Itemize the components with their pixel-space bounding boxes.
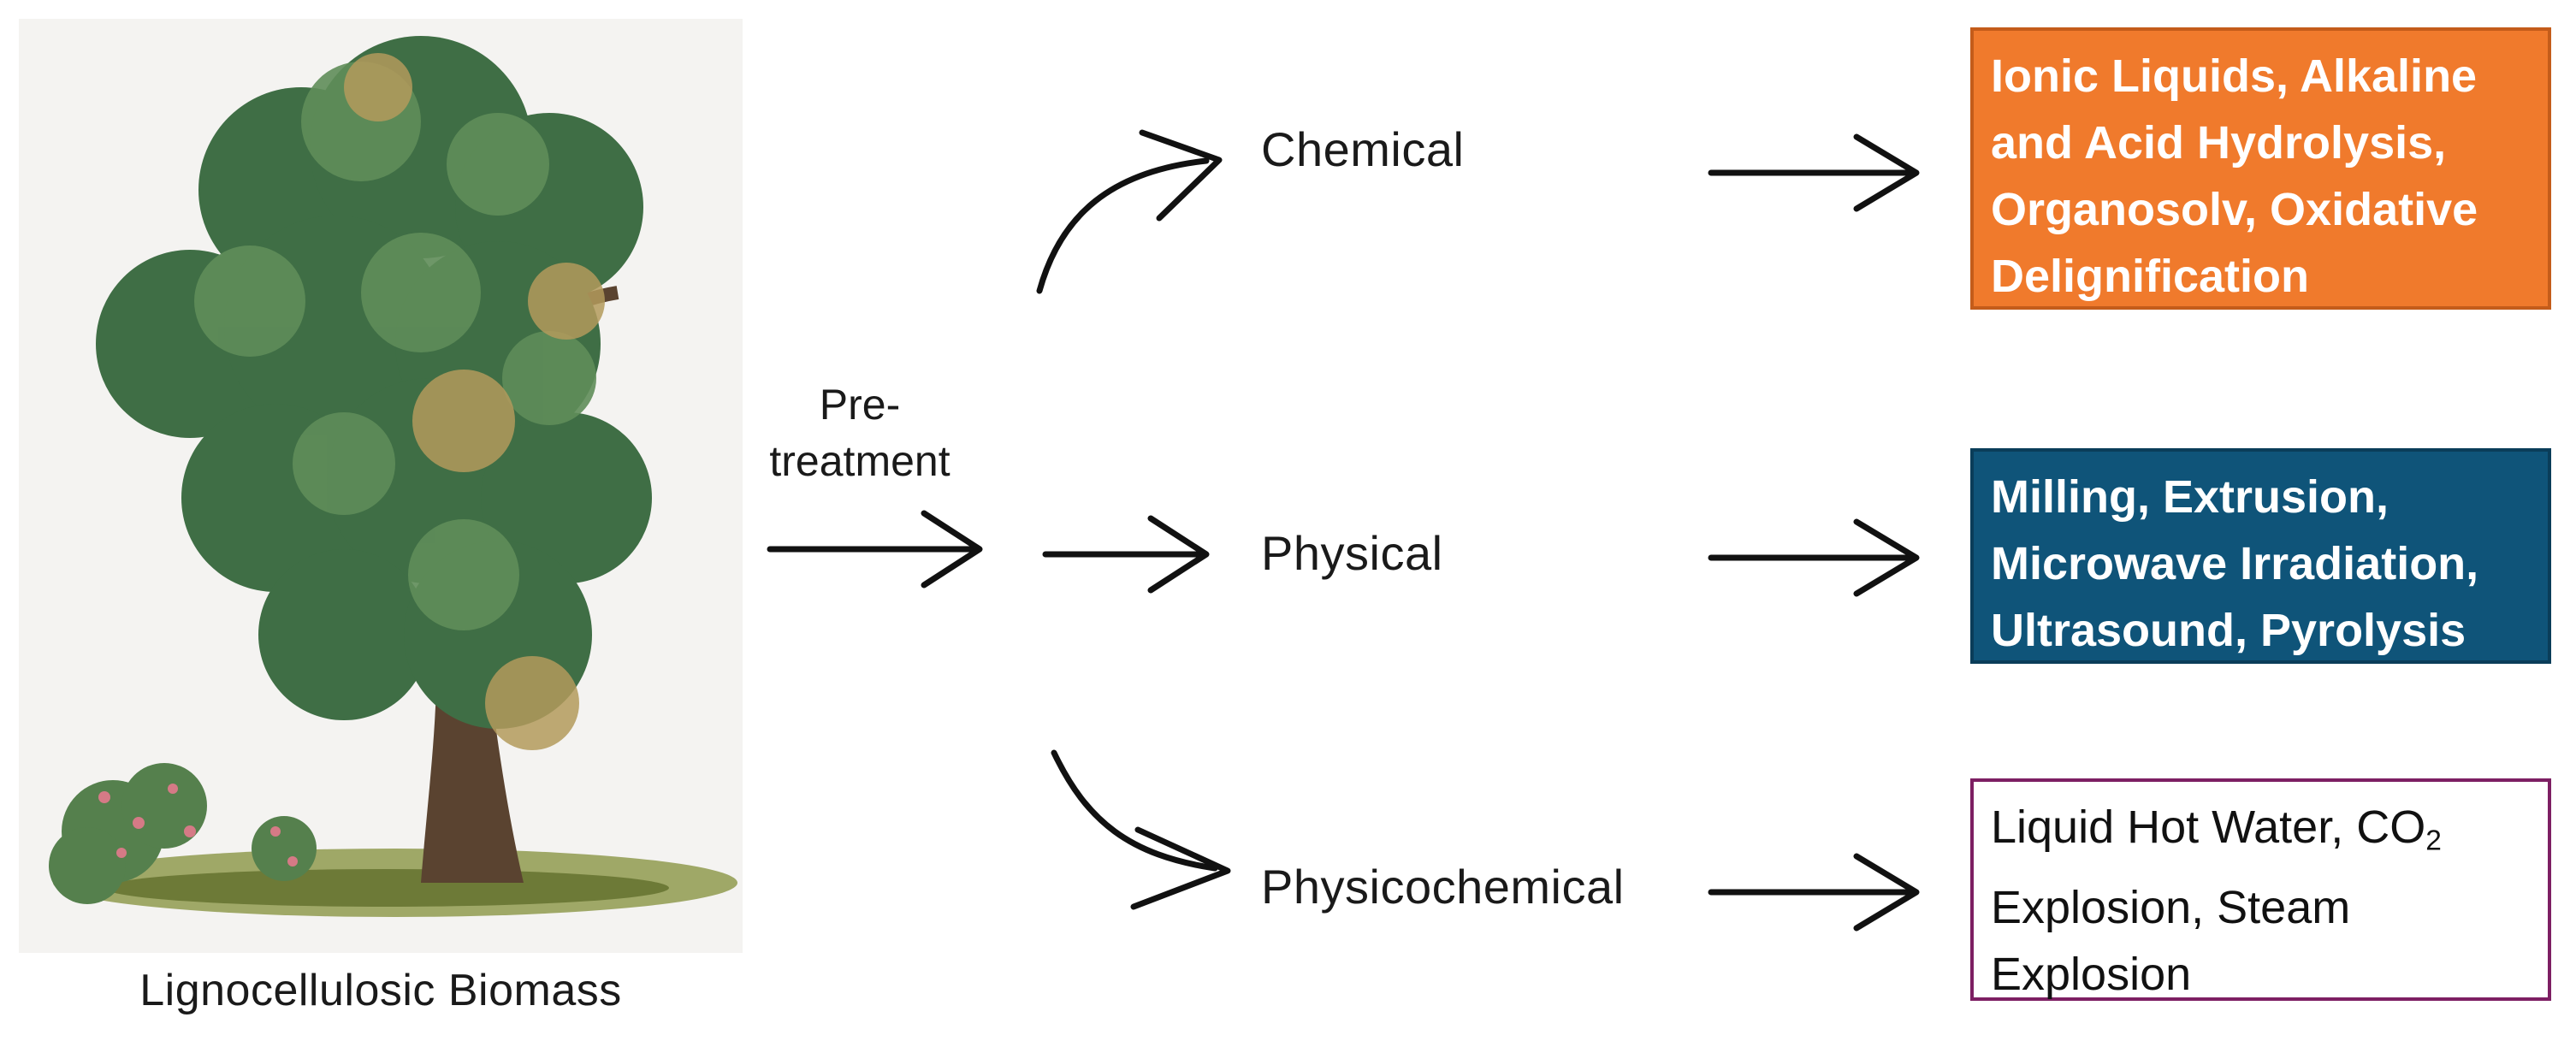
physicochemical-method-line: Explosion (1991, 949, 2192, 1001)
arrow-chemical-to-methods (1708, 133, 1920, 212)
arrow-to-physicochemical (1051, 749, 1231, 910)
physicochemical-methods-box: Liquid Hot Water, CO2 Explosion, Steam E… (1970, 778, 2551, 1001)
biomass-caption: Lignocellulosic Biomass (139, 966, 622, 1015)
physical-method-line: Ultrasound, Pyrolysis (1991, 605, 2466, 656)
arrow-physicochemical-to-methods (1708, 853, 1920, 932)
pretreatment-arrow (767, 510, 983, 589)
tree-illustration (19, 19, 743, 953)
chemical-label: Chemical (1261, 122, 1465, 176)
physical-label: Physical (1261, 526, 1443, 580)
pretreatment-label: Pre- treatment (736, 376, 984, 489)
physicochemical-method-line: Liquid Hot Water, CO2 (1991, 794, 2531, 874)
physical-method-line: Milling, Extrusion, (1991, 471, 2389, 523)
chemical-method-line: Organosolv, Oxidative (1991, 184, 2478, 235)
physicochemical-method-line: Explosion, Steam (1991, 882, 2351, 934)
pretreatment-line1: Pre- (819, 381, 901, 429)
co2-prefix: Liquid Hot Water, CO (1991, 802, 2426, 853)
tree-image (49, 36, 737, 917)
chemical-method-line: and Acid Hydrolysis, (1991, 117, 2447, 169)
arrow-physical-to-methods (1708, 518, 1920, 597)
physicochemical-label: Physicochemical (1261, 860, 1625, 914)
arrow-to-chemical (1036, 129, 1223, 294)
arrow-to-physical (1042, 515, 1210, 594)
chemical-methods-box: Ionic Liquids, Alkaline and Acid Hydroly… (1970, 27, 2551, 310)
physical-methods-box: Milling, Extrusion, Microwave Irradiatio… (1970, 448, 2551, 664)
chemical-method-line: Ionic Liquids, Alkaline (1991, 50, 2478, 102)
physical-method-line: Microwave Irradiation, (1991, 538, 2479, 589)
pretreatment-line2: treatment (769, 437, 950, 485)
chemical-method-line: Delignification (1991, 251, 2310, 302)
co2-subscript: 2 (2425, 825, 2442, 857)
